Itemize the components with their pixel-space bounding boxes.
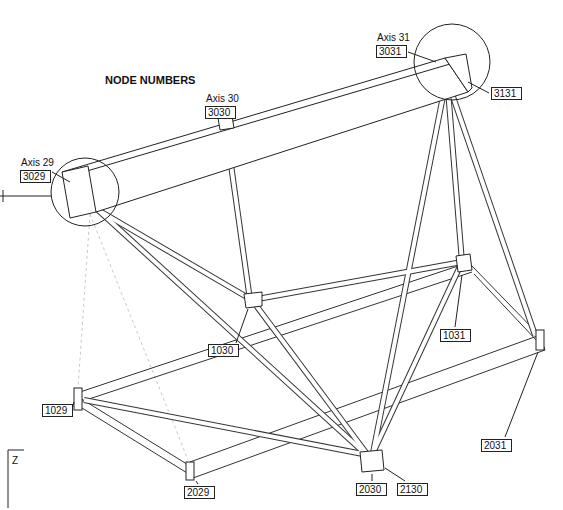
node-number-box: 3030 (205, 106, 236, 119)
axis-letter: Z (12, 455, 18, 466)
node-number: 1030 (208, 344, 239, 357)
node-number: 2031 (481, 439, 512, 452)
diagram-title: NODE NUMBERS (105, 74, 195, 86)
node-number-box: 2130 (397, 483, 428, 496)
node-number-box: 1030 (208, 344, 239, 357)
node-number-box: 1029 (42, 404, 73, 417)
node-number: 2029 (184, 486, 215, 499)
node-number-box: 2029 (184, 486, 215, 499)
node-number: Axis 30 3030 (205, 88, 240, 119)
node-number: 1031 (440, 329, 471, 342)
node-number: Axis 31 3031 (376, 27, 411, 58)
node-number-box: 3031 (376, 45, 407, 58)
node-number: 3131 (491, 87, 522, 100)
node-number: 2130 (397, 483, 428, 496)
node-number: 1029 (42, 404, 73, 417)
axis-label: Axis 29 (20, 157, 55, 168)
axis-label: Axis 31 (376, 32, 411, 43)
node-number-box: 2030 (356, 483, 387, 496)
node-number-box: 1031 (440, 329, 471, 342)
node-number-box: 3029 (20, 170, 51, 183)
node-number: 2030 (356, 483, 387, 496)
axis-label: Axis 30 (205, 93, 240, 104)
node-number: Axis 29 3029 (20, 152, 55, 183)
node-number-box: 2031 (481, 439, 512, 452)
node-number-box: 3131 (491, 87, 522, 100)
